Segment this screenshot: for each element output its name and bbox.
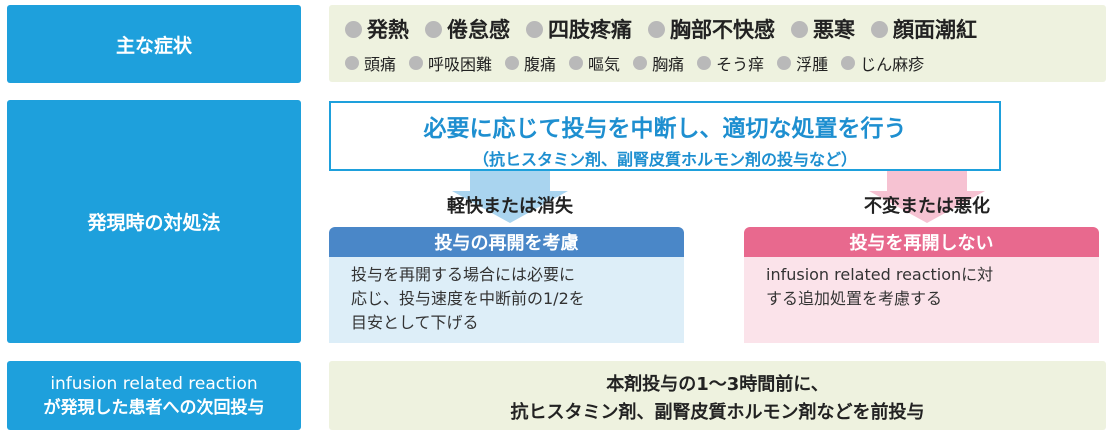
symptom-item: 悪寒 <box>791 14 855 44</box>
next-dose-line2: 抗ヒスタミン剤、副腎皮質ホルモン剤などを前投与 <box>510 402 925 423</box>
symptoms-panel: 発熱 倦怠感 四肢疼痛 胸部不快感 悪寒 顔面潮紅 頭痛 呼吸困難 腹痛 嘔気 胸痛 そう痒 浮腫 じん… <box>329 5 1106 82</box>
secondary-symptoms: 頭痛 呼吸困難 腹痛 嘔気 胸痛 そう痒 浮腫 じん麻疹 <box>345 51 937 75</box>
bullet-dot-icon <box>345 56 359 70</box>
symptom-item: 嘔気 <box>569 51 620 75</box>
action-sub: （抗ヒスタミン剤、副腎皮質ホルモン剤の投与など） <box>472 150 857 169</box>
action-box: 必要に応じて投与を中断し、適切な処置を行う （抗ヒスタミン剤、副腎皮質ホルモン剤… <box>329 101 1001 171</box>
label-symptoms: 主な症状 <box>7 5 301 83</box>
bullet-dot-icon <box>777 56 792 70</box>
symptom-item: 発熱 <box>345 14 409 44</box>
symptom-label: 浮腫 <box>796 55 829 74</box>
symptom-label: 顔面潮紅 <box>893 18 977 42</box>
bullet-dot-icon <box>648 20 665 38</box>
symptom-label: そう痒 <box>716 55 765 74</box>
symptom-item: 顔面潮紅 <box>871 14 977 44</box>
primary-symptoms: 発熱 倦怠感 四肢疼痛 胸部不快感 悪寒 顔面潮紅 <box>345 14 993 44</box>
left-header: 投与の再開を考慮 <box>329 227 684 257</box>
bullet-dot-icon <box>505 56 520 70</box>
label-response: 発現時の対処法 <box>7 100 301 343</box>
label-next-line2: が発現した患者への次回投与 <box>43 397 265 418</box>
symptom-label: 腹痛 <box>524 55 557 74</box>
symptom-label: 胸痛 <box>652 55 685 74</box>
right-body: infusion related reactionに対 する追加処置を考慮する <box>744 257 1099 343</box>
symptom-label: 胸部不快感 <box>670 18 775 42</box>
bullet-dot-icon <box>841 56 856 70</box>
next-dose-panel: 本剤投与の1～3時間前に、 抗ヒスタミン剤、副腎皮質ホルモン剤などを前投与 <box>329 361 1106 430</box>
bullet-dot-icon <box>697 56 712 70</box>
symptom-label: 悪寒 <box>813 18 855 42</box>
symptom-item: そう痒 <box>697 51 764 75</box>
symptom-label: 嘔気 <box>588 55 621 74</box>
symptom-label: じん麻疹 <box>860 55 925 74</box>
right-condition: 不変または悪化 <box>864 196 990 217</box>
action-main: 必要に応じて投与を中断し、適切な処置を行う <box>423 116 907 142</box>
symptom-item: 腹痛 <box>505 51 556 75</box>
next-dose-line1: 本剤投与の1～3時間前に、 <box>606 374 829 395</box>
right-header: 投与を再開しない <box>744 227 1099 257</box>
symptom-label: 倦怠感 <box>447 18 510 42</box>
symptom-label: 頭痛 <box>364 55 397 74</box>
symptom-item: 胸痛 <box>633 51 684 75</box>
symptom-item: 頭痛 <box>345 51 396 75</box>
symptom-item: 胸部不快感 <box>648 14 775 44</box>
left-body-line2: 応じ、投与速度を中断前の1/2を <box>351 289 585 308</box>
left-down-arrow <box>452 171 568 223</box>
bullet-dot-icon <box>425 20 442 38</box>
left-condition: 軽快または消失 <box>447 196 573 217</box>
right-down-arrow <box>869 171 985 223</box>
symptom-item: 呼吸困難 <box>409 51 492 75</box>
symptom-item: 浮腫 <box>777 51 828 75</box>
symptom-label: 発熱 <box>367 18 409 42</box>
bullet-dot-icon <box>871 20 888 38</box>
symptom-label: 呼吸困難 <box>428 55 493 74</box>
left-body-line1: 投与を再開する場合には必要に <box>351 265 576 284</box>
symptom-item: 倦怠感 <box>425 14 510 44</box>
symptom-label: 四肢疼痛 <box>548 18 632 42</box>
symptom-item: じん麻疹 <box>841 51 924 75</box>
bullet-dot-icon <box>633 56 648 70</box>
bullet-dot-icon <box>345 20 362 38</box>
right-body-line1: infusion related reactionに対 <box>766 265 994 284</box>
label-next-dose: infusion related reaction が発現した患者への次回投与 <box>7 361 301 430</box>
right-body-line2: する追加処置を考慮する <box>766 289 943 308</box>
left-body-line3: 目安として下げる <box>351 313 479 332</box>
bullet-dot-icon <box>791 20 808 38</box>
bullet-dot-icon <box>409 56 424 70</box>
bullet-dot-icon <box>569 56 584 70</box>
bullet-dot-icon <box>526 20 543 38</box>
left-body: 投与を再開する場合には必要に 応じ、投与速度を中断前の1/2を 目安として下げる <box>329 257 684 343</box>
symptom-item: 四肢疼痛 <box>526 14 632 44</box>
label-next-line1: infusion related reaction <box>50 373 258 394</box>
